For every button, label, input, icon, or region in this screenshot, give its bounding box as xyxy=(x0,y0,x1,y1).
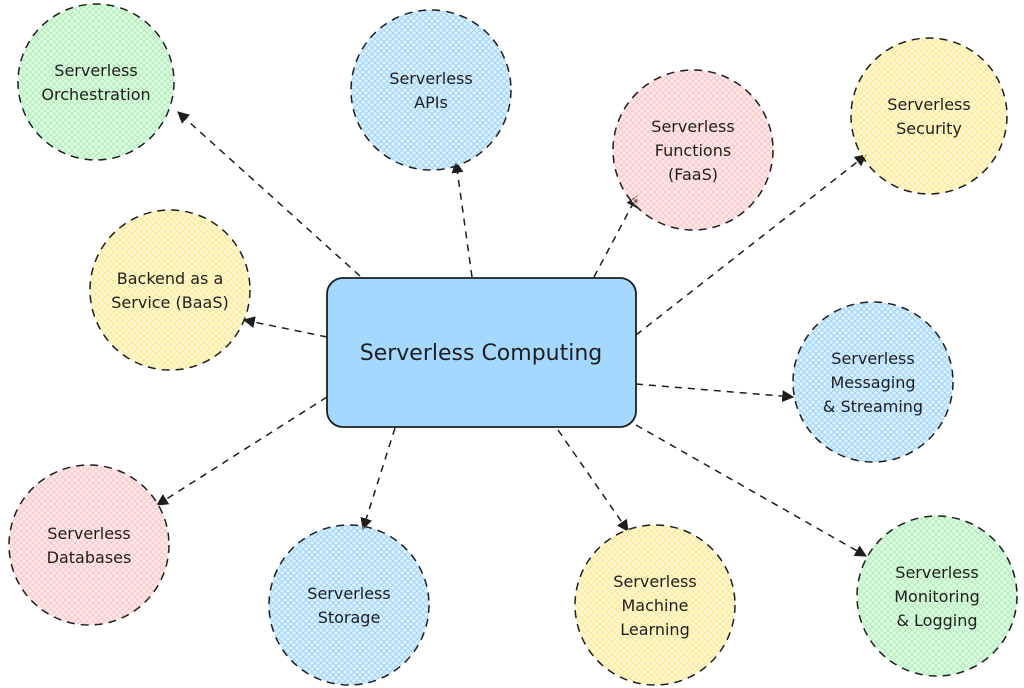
node-label-line: Monitoring xyxy=(894,587,980,606)
node-label-line: Serverless xyxy=(54,61,137,80)
center-box xyxy=(326,277,637,428)
arrow-to-messaging xyxy=(635,383,795,403)
node-label-line: Serverless xyxy=(887,95,970,114)
node-label-line: Serverless xyxy=(831,349,914,368)
center-label: Serverless Computing xyxy=(360,341,603,366)
node-baas[interactable]: Backend as a Service (BaaS) xyxy=(89,209,251,371)
node-circle xyxy=(856,515,1018,677)
center-node[interactable]: Serverless Computing xyxy=(326,277,637,428)
node-label-line: Machine xyxy=(622,596,689,615)
node-label-line: & Logging xyxy=(896,611,977,630)
node-label-line: Orchestration xyxy=(41,85,150,104)
node-label-line: Databases xyxy=(47,548,132,567)
node-circle xyxy=(574,524,736,686)
node-circle xyxy=(268,524,430,686)
node-circle xyxy=(350,9,512,171)
node-label-line: Serverless xyxy=(389,69,472,88)
node-circle xyxy=(850,37,1008,195)
arrow-to-security xyxy=(635,154,867,336)
arrow-to-storage xyxy=(360,427,396,531)
arrow-to-orchestration xyxy=(177,111,361,277)
node-label-line: & Streaming xyxy=(823,397,923,416)
node-label-line: Serverless xyxy=(613,572,696,591)
node-circle xyxy=(612,69,774,231)
node-label-line: (FaaS) xyxy=(668,165,718,184)
node-label-line: APIs xyxy=(414,93,448,112)
arrow-to-databases xyxy=(155,396,328,506)
node-circle xyxy=(792,301,954,463)
node-label-line: Backend as a xyxy=(117,269,224,288)
node-label-line: Security xyxy=(896,119,962,138)
node-label-line: Serverless xyxy=(307,584,390,603)
node-label-line: Serverless xyxy=(895,563,978,582)
node-label-line: Learning xyxy=(620,620,689,639)
arrow-to-machine-learning xyxy=(557,429,629,532)
node-label-line: Service (BaaS) xyxy=(111,293,228,312)
node-circle xyxy=(8,464,170,626)
arrow-to-faas xyxy=(593,194,638,278)
node-label-line: Messaging xyxy=(830,373,915,392)
arrow-to-monitoring xyxy=(635,424,868,557)
node-label-line: Serverless xyxy=(651,117,734,136)
node-circle xyxy=(17,3,175,161)
arrow-to-apis xyxy=(451,160,473,278)
arrow-to-baas xyxy=(242,316,328,338)
node-label-line: Serverless xyxy=(47,524,130,543)
node-circle xyxy=(89,209,251,371)
node-label-line: Functions xyxy=(655,141,731,160)
node-label-line: Storage xyxy=(318,608,381,627)
